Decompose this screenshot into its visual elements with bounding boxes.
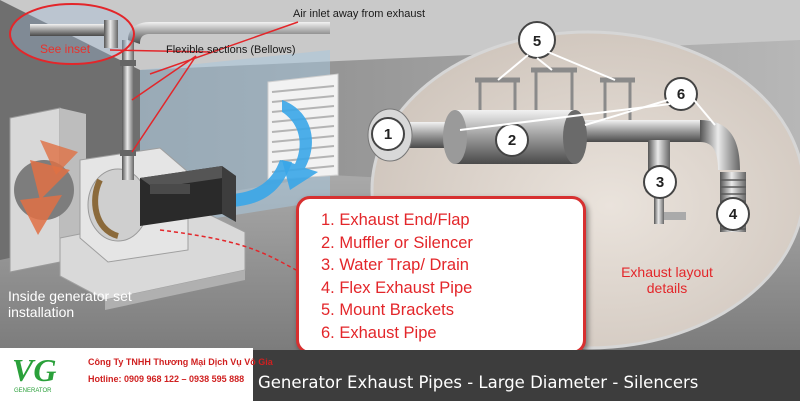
- legend-box: 1. Exhaust End/Flap 2. Muffler or Silenc…: [296, 196, 586, 354]
- callout-numbers: 1 2 3 4 5 6: [384, 33, 738, 223]
- logo-panel: VG GENERATOR: [0, 348, 253, 401]
- callout-number: 2: [508, 132, 516, 149]
- logo-subtext: GENERATOR: [14, 388, 52, 394]
- legend-item: 6. Exhaust Pipe: [321, 323, 437, 342]
- legend-item: 4. Flex Exhaust Pipe: [321, 278, 473, 297]
- callout-marker-6: [664, 77, 698, 111]
- callout-leaders: [459, 51, 716, 131]
- see-inset-label: See inset: [40, 42, 91, 56]
- legend-item: 5. Mount Brackets: [321, 301, 454, 320]
- exhaust-riser: [120, 22, 330, 180]
- hotline-text: Hotline: 0909 968 122 – 0938 595 888: [88, 374, 245, 384]
- footer-title: Generator Exhaust Pipes - Large Diameter…: [258, 373, 699, 392]
- bellows-label: Flexible sections (Bellows): [166, 44, 296, 56]
- callout-marker-3: [643, 165, 677, 199]
- inset-pipe: [30, 20, 118, 48]
- control-panel: [140, 166, 236, 226]
- air-inlet-label: Air inlet away from exhaust: [293, 8, 426, 20]
- legend-item: 2. Muffler or Silencer: [321, 233, 473, 252]
- legend-item: 1. Exhaust End/Flap: [321, 211, 470, 229]
- legend-item: 3. Water Trap/ Drain: [321, 256, 469, 275]
- callout-markers: [371, 21, 750, 231]
- callout-number: 3: [656, 174, 664, 191]
- company-name: Công Ty TNHH Thương Mại Dịch Vụ Vô Gia: [88, 357, 273, 367]
- airflow-arrow-upper: [282, 100, 318, 190]
- callout-marker-1: [371, 117, 405, 151]
- install-label: Inside generator set installation: [8, 288, 132, 320]
- exhaust-details-label: Exhaust layout details: [621, 264, 713, 296]
- callout-number: 1: [384, 126, 392, 143]
- callout-number: 4: [729, 206, 738, 223]
- callout-number: 6: [677, 86, 685, 103]
- annotation-lines: [109, 21, 299, 153]
- logo-mark: VG: [12, 352, 57, 388]
- callout-marker-4: [716, 197, 750, 231]
- inset-connector: [159, 229, 297, 271]
- callout-number: 5: [533, 33, 541, 50]
